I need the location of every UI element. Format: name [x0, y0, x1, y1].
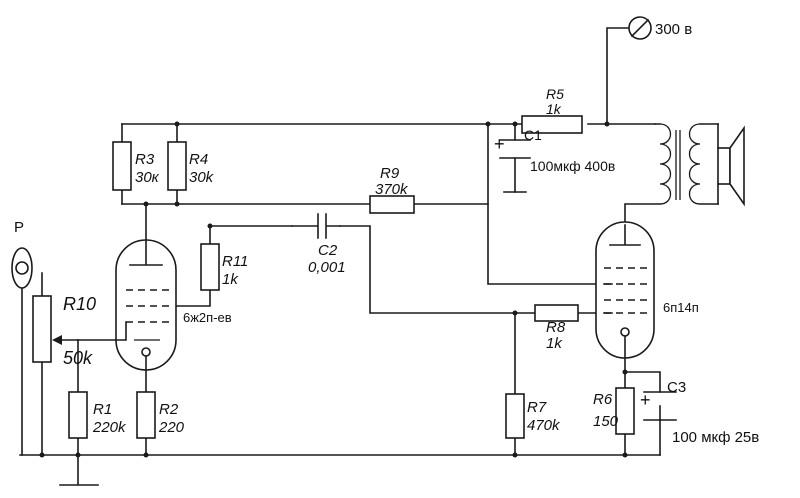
- r10-value: 50k: [63, 348, 93, 368]
- r1-name: R1: [93, 401, 112, 418]
- c3-capacitor: [643, 391, 677, 421]
- supply-lead: [606, 27, 641, 125]
- r3-body: [112, 141, 132, 191]
- c1-capacitor: [499, 139, 531, 159]
- r6-name: R6: [593, 391, 613, 408]
- c3-value: 100 мкф 25в: [672, 429, 759, 446]
- r8-body: [534, 304, 579, 322]
- c3-polarity: +: [640, 390, 651, 410]
- r4-name: R4: [189, 151, 208, 168]
- r2-value: 220: [158, 419, 185, 436]
- input-jack: [11, 247, 33, 289]
- r1-value: 220k: [92, 419, 127, 436]
- r7-value: 470k: [527, 417, 561, 434]
- r2-name: R2: [159, 401, 179, 418]
- r9-name: R9: [380, 165, 400, 182]
- c1-polarity: +: [494, 134, 505, 154]
- r6-value: 150: [593, 413, 619, 430]
- r4-body: [167, 141, 187, 191]
- r1-body: [68, 391, 88, 439]
- tube-v2: [595, 221, 655, 359]
- r7-name: R7: [527, 399, 547, 416]
- output-transformer: [659, 123, 719, 205]
- tube-v1: [77, 239, 177, 371]
- ground-symbol: [59, 454, 99, 486]
- r11-name: R11: [222, 253, 248, 270]
- r3-name: R3: [135, 151, 155, 168]
- r5-value: 1k: [546, 101, 562, 117]
- r10-name: R10: [63, 294, 96, 314]
- c1-name: C1: [524, 127, 542, 143]
- c2-value: 0,001: [308, 259, 346, 276]
- r7-body: [505, 393, 525, 439]
- supply-terminal-icon: [628, 16, 652, 40]
- junction-dots: [39, 121, 628, 458]
- r2-body: [136, 391, 156, 439]
- r5-body: [521, 115, 583, 134]
- r9-body: [369, 195, 415, 214]
- r10-body: [32, 295, 52, 363]
- wiring: [19, 27, 661, 486]
- r4-value: 30k: [189, 169, 215, 186]
- input-label: P: [14, 219, 24, 236]
- c3-name: C3: [667, 379, 686, 396]
- r8-name: R8: [546, 319, 566, 336]
- r6-body: [615, 387, 635, 435]
- c2-name: C2: [318, 242, 338, 259]
- r9-value: 370k: [375, 181, 409, 198]
- r3-value: 30к: [135, 169, 160, 186]
- r10-wiper-arrow: [52, 335, 79, 345]
- speaker-icon: [717, 123, 745, 207]
- supply-label: 300 в: [655, 21, 692, 38]
- r8-value: 1k: [546, 335, 563, 352]
- c1-value: 100мкф 400в: [530, 158, 615, 174]
- c2-capacitor: [291, 213, 341, 239]
- v1-tube-label: 6ж2п-ев: [183, 310, 232, 325]
- r5-name: R5: [546, 86, 564, 102]
- r11-value: 1k: [222, 271, 239, 288]
- v2-tube-label: 6п14п: [663, 300, 699, 315]
- r11-body: [200, 243, 220, 291]
